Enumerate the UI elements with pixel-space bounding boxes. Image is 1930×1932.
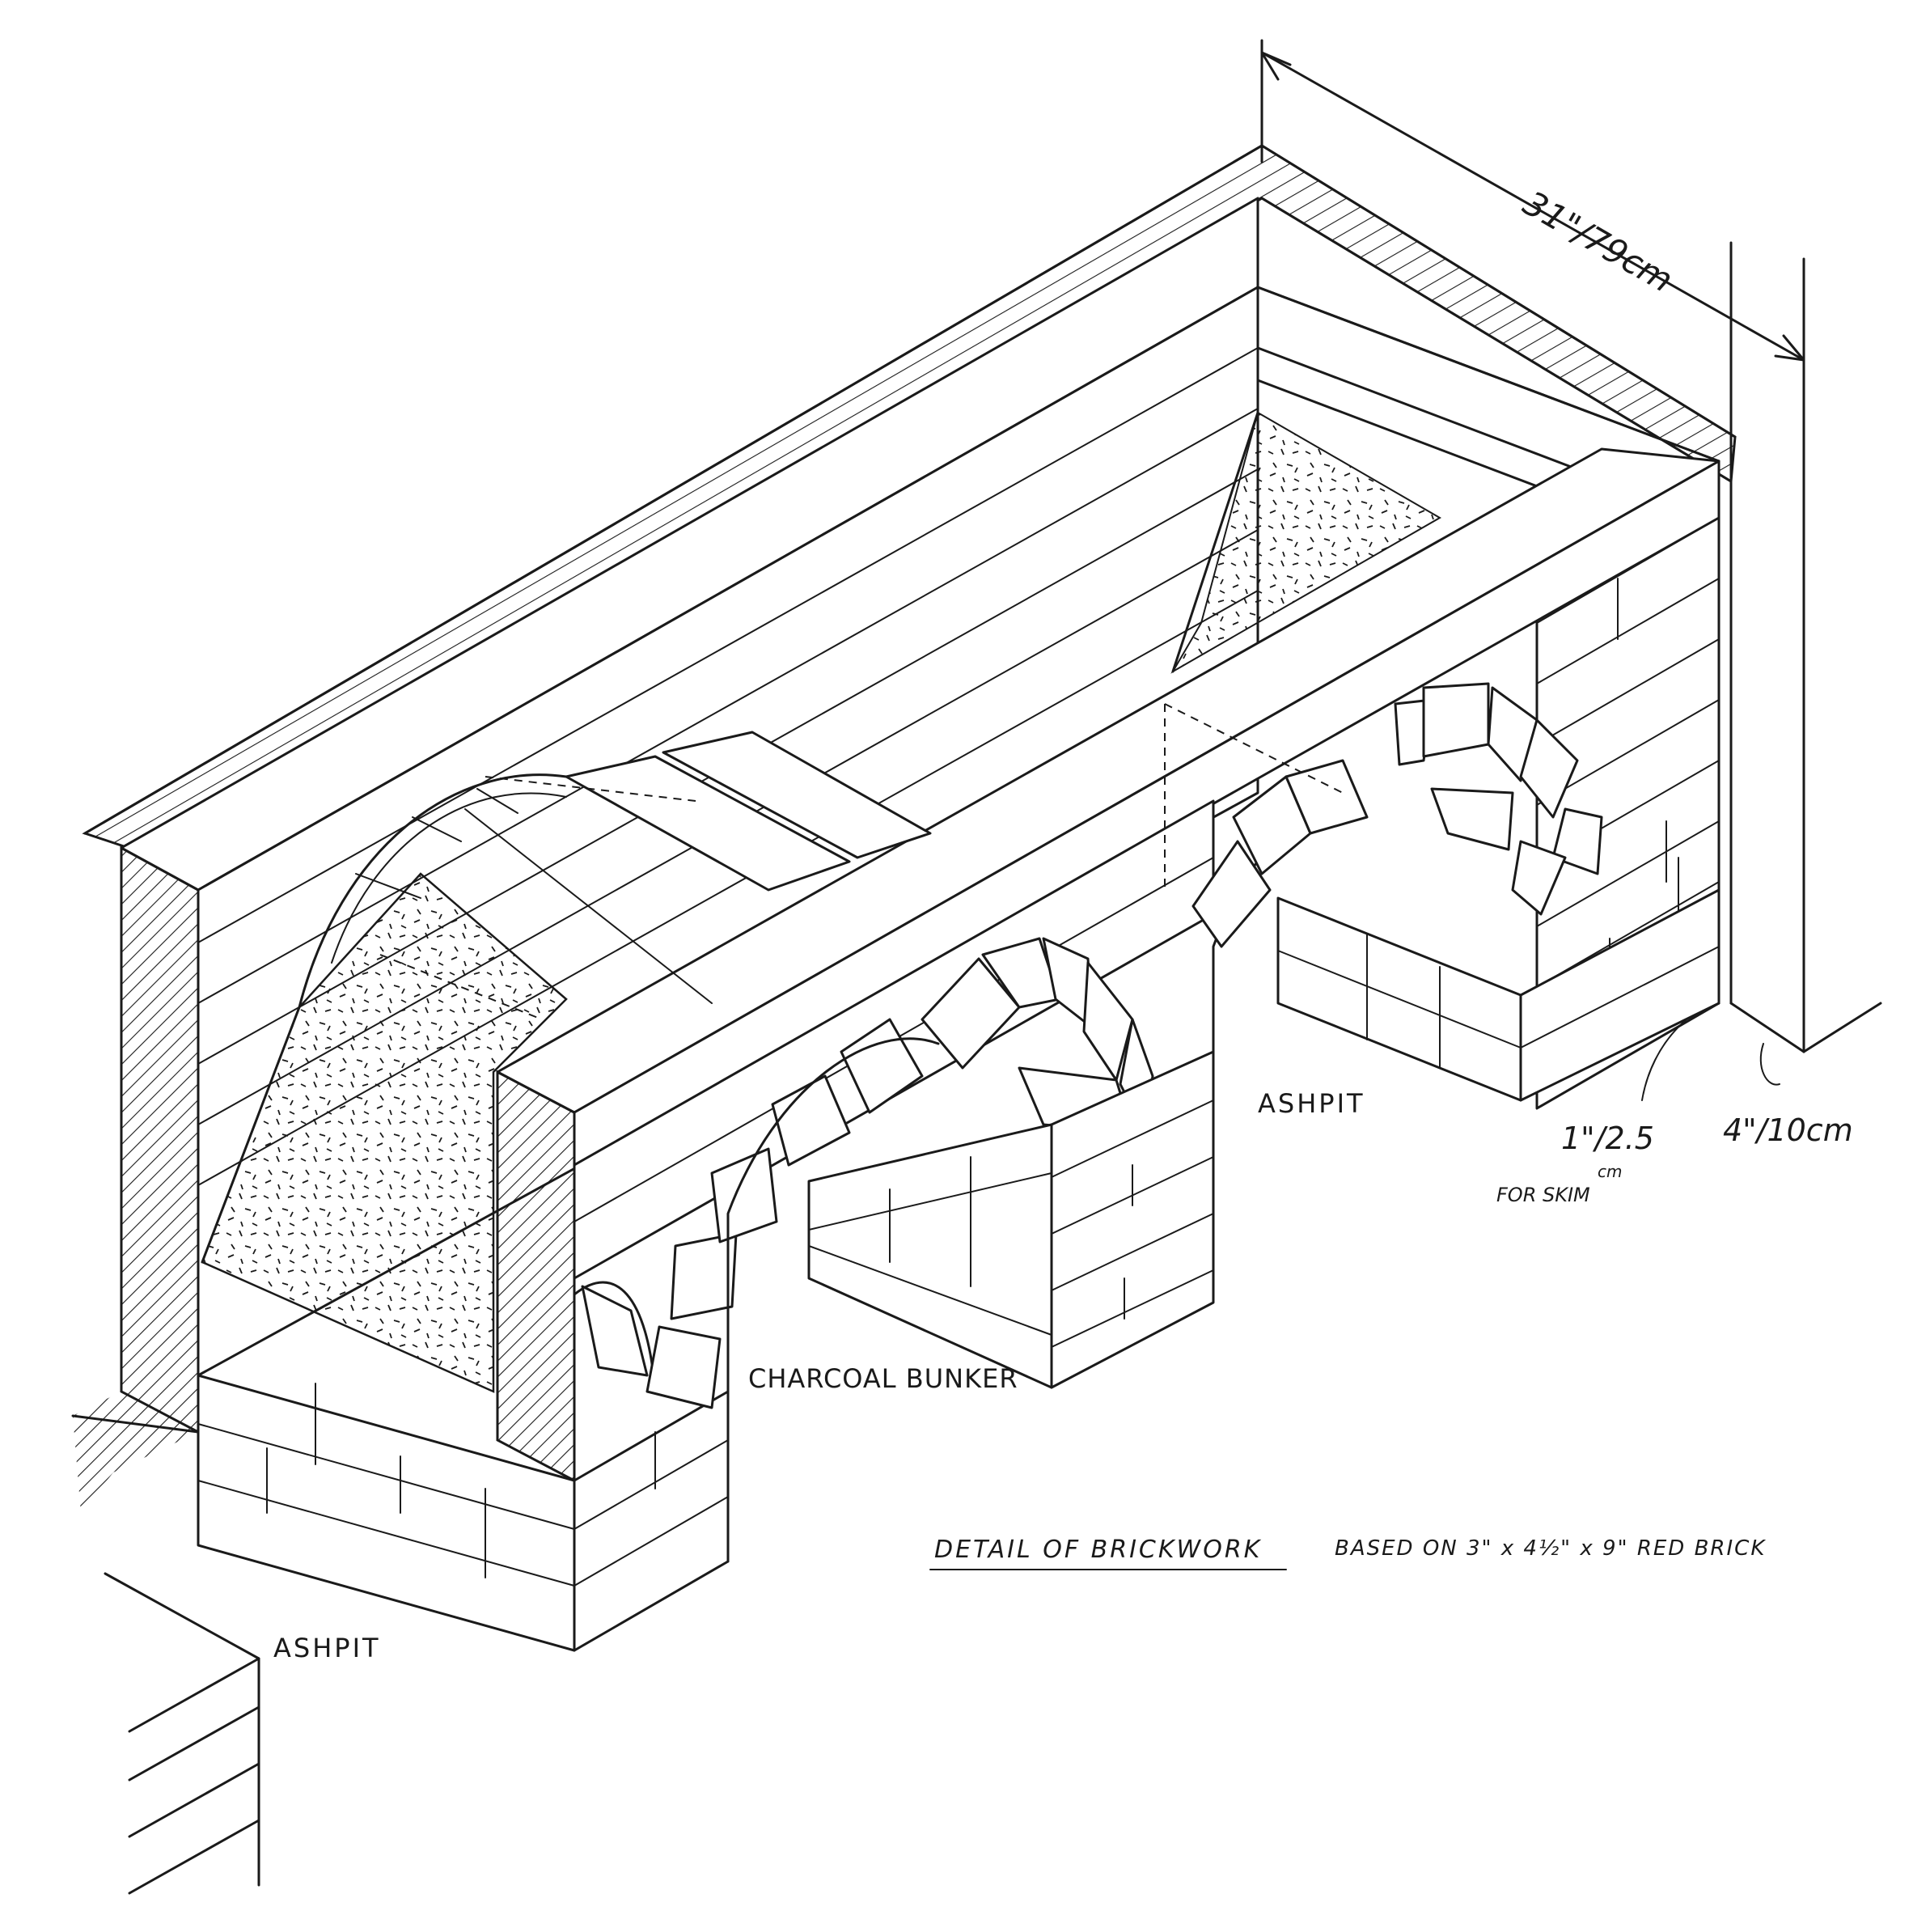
skim-note-label: FOR SKIM xyxy=(1496,1184,1590,1206)
width-dimension-label: 31"/79cm xyxy=(1517,183,1679,300)
left-end-wall xyxy=(71,845,200,1513)
ashpit-box xyxy=(104,1572,260,1895)
caption-title: DETAIL OF BRICKWORK xyxy=(934,1536,1262,1564)
middle-arch xyxy=(726,937,1154,1563)
wall-thickness-label: 4"/10cm xyxy=(1723,1112,1853,1148)
front-left-pier xyxy=(197,1374,730,1652)
skim-unit-label: cm xyxy=(1598,1162,1622,1181)
right-lower-pier xyxy=(1276,888,1720,1102)
front-left-arch xyxy=(573,1018,924,1409)
ashpit-label-right: ASHPIT xyxy=(1258,1088,1365,1119)
skim-dimension-label: 1"/2.5 xyxy=(1561,1121,1654,1156)
dimension-lines xyxy=(1260,39,1882,1101)
middle-pier xyxy=(807,1050,1215,1389)
caption-note: BASED ON 3" x 4½" x 9" RED BRICK xyxy=(1335,1536,1766,1561)
ashpit-label-left: ASHPIT xyxy=(273,1633,381,1663)
front-beam xyxy=(496,447,1720,1483)
right-arch xyxy=(1191,682,1603,1053)
hidden-lines xyxy=(485,703,1344,890)
cross-bricks xyxy=(379,731,932,1020)
left-fire-box xyxy=(201,872,568,1393)
left-arch-back xyxy=(298,773,568,1009)
charcoal-bunker-label: CHARCOAL BUNKER xyxy=(748,1363,1018,1394)
